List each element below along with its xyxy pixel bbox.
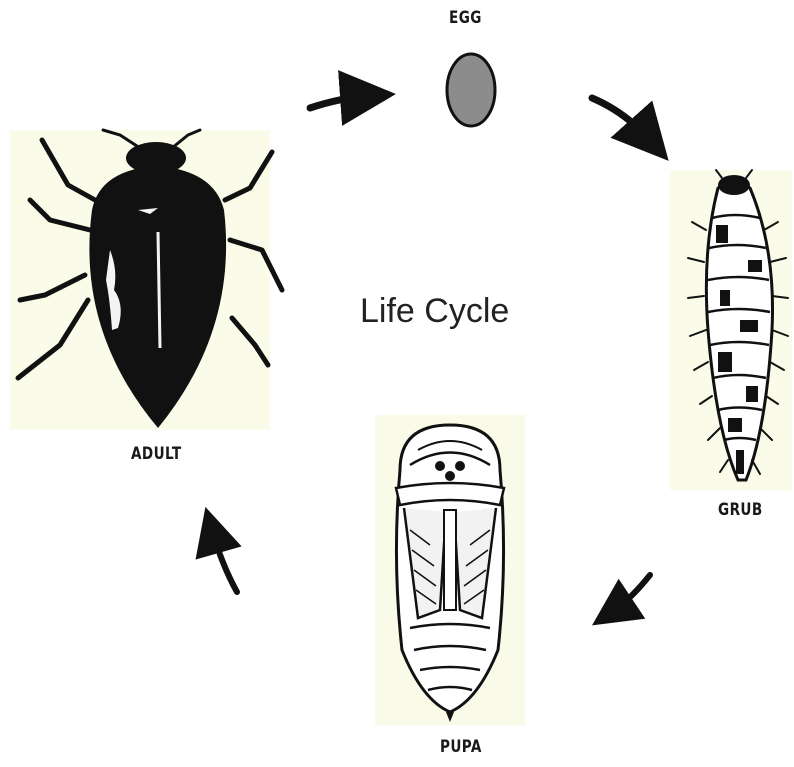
arrow-adult-to-egg bbox=[310, 96, 368, 108]
center-title: Life Cycle bbox=[360, 292, 509, 331]
egg-illustration bbox=[447, 54, 495, 126]
arrow-pupa-to-adult bbox=[212, 530, 237, 592]
stage-label-adult: ADULT bbox=[131, 444, 182, 464]
stage-label-grub: GRUB bbox=[718, 500, 763, 520]
stage-label-pupa: PUPA bbox=[440, 737, 482, 757]
stage-label-egg: EGG bbox=[449, 8, 482, 28]
arrow-grub-to-pupa bbox=[612, 575, 650, 612]
arrow-egg-to-grub bbox=[592, 98, 650, 140]
